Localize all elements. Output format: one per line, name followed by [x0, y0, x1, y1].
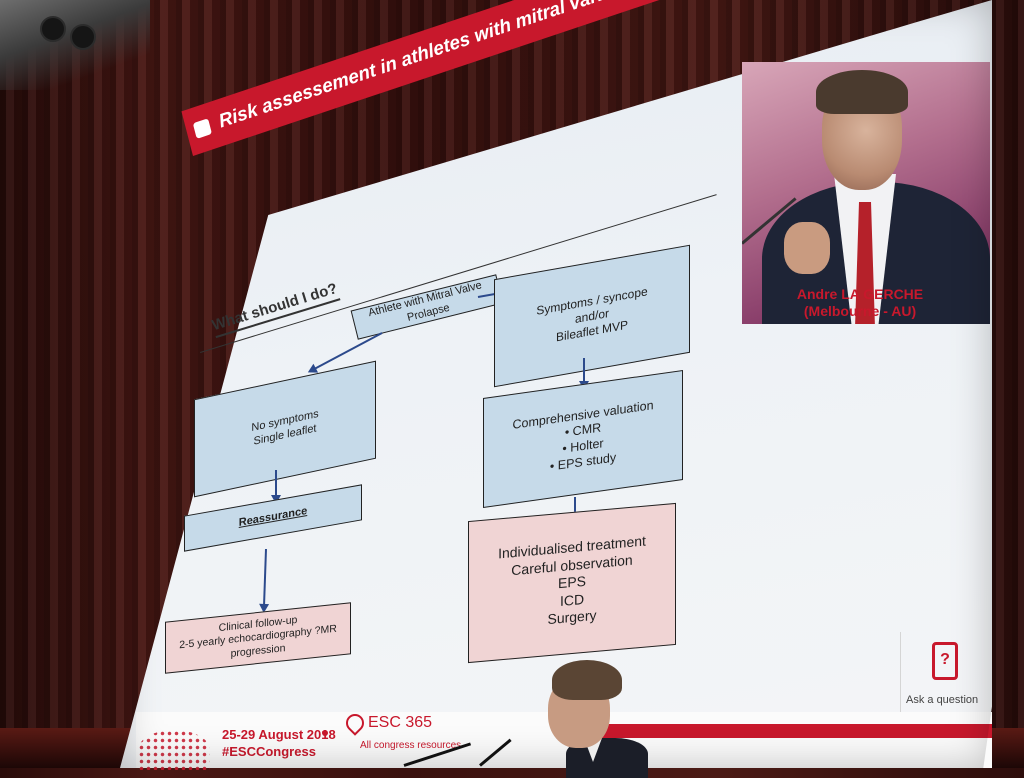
- heart-icon: [342, 710, 368, 736]
- arrow-down: [275, 470, 277, 502]
- esc365-subtitle: All congress resources: [360, 740, 462, 751]
- box-treatment: Individualised treatment Careful observa…: [468, 502, 676, 664]
- box-line: Surgery: [547, 607, 597, 628]
- esc-dots-logo: [138, 730, 210, 770]
- box-line: • EPS study: [549, 449, 617, 474]
- speaker-hair: [816, 70, 908, 114]
- congress-dates: 25-29 August 2018 #ESCCongress: [222, 726, 336, 760]
- slide-badge-icon: [192, 118, 212, 139]
- box-line: ICD: [559, 590, 585, 609]
- ask-question-label[interactable]: Ask a question: [906, 694, 979, 706]
- esc365-logo: ESC 365: [342, 710, 433, 736]
- speaker-caption: Andre LA GERCHE (Melbourne - AU): [790, 286, 930, 320]
- phone-question-icon[interactable]: ?: [932, 642, 958, 680]
- speaker-location: (Melbourne - AU): [803, 303, 917, 319]
- separator-dot: [322, 730, 328, 736]
- ask-question-panel[interactable]: [900, 632, 987, 712]
- footer-red-strip: [600, 724, 992, 738]
- box-line: Reassurance: [238, 505, 308, 530]
- speaker-hand: [784, 222, 830, 274]
- speaker-tie: [855, 202, 875, 324]
- presenter-person: [548, 660, 648, 778]
- stage-light: [40, 16, 66, 42]
- hashtag-text: #ESCCongress: [222, 744, 316, 759]
- speaker-name: Andre LA GERCHE: [796, 286, 924, 302]
- esc365-text: ESC 365: [368, 714, 433, 732]
- stage-light: [70, 24, 96, 50]
- speaker-video-feed: [742, 62, 990, 324]
- dates-text: 25-29 August 2018: [222, 727, 336, 742]
- presenter-hair: [552, 660, 622, 700]
